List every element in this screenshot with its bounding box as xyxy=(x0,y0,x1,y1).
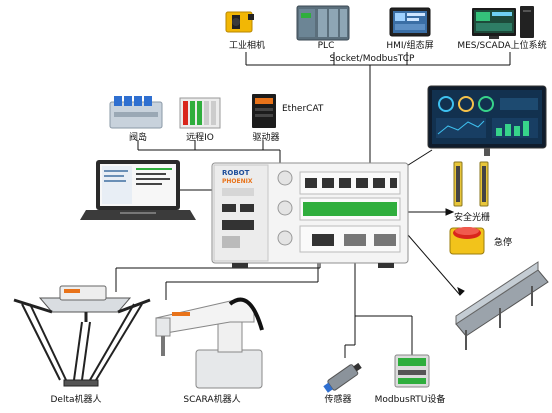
robot-controller: ROBOT PHOENIX xyxy=(212,163,408,268)
scada-workstation-icon xyxy=(472,6,534,39)
remote-io-icon xyxy=(180,98,220,128)
label-sensor: 传感器 xyxy=(324,393,351,405)
label-light-curtain: 安全光栅 xyxy=(454,211,490,223)
delta-robot-icon xyxy=(14,286,150,386)
conveyor-icon xyxy=(456,262,548,350)
label-plc: PLC xyxy=(318,41,335,51)
label-delta: Delta机器人 xyxy=(50,393,101,405)
scara-robot-icon xyxy=(156,300,262,388)
camera-icon xyxy=(226,12,254,32)
valve-island-icon xyxy=(110,96,162,128)
label-ethercat: EtherCAT xyxy=(282,104,324,114)
hmi-dashboard-icon xyxy=(428,86,546,156)
hmi-icon xyxy=(390,8,430,36)
label-mes: MES/SCADA上位系统 xyxy=(457,39,546,51)
label-valve: 阀岛 xyxy=(129,131,147,143)
label-camera: 工业相机 xyxy=(229,39,265,51)
plc-icon xyxy=(297,6,349,40)
servo-driver-icon xyxy=(252,94,276,128)
label-bus: Socket/ModbusTCP xyxy=(330,54,416,64)
modbus-rtu-device-icon xyxy=(395,355,429,387)
controller-logo-top: ROBOT xyxy=(222,169,250,177)
label-remote-io: 远程IO xyxy=(186,132,214,143)
controller-logo-bottom: PHOENIX xyxy=(222,178,253,185)
label-hmi: HMI/组态屏 xyxy=(386,39,433,51)
emergency-stop-icon xyxy=(450,227,484,254)
laptop-icon xyxy=(80,160,196,220)
label-modbus-rtu: ModbusRTU设备 xyxy=(375,393,446,405)
label-scara: SCARA机器人 xyxy=(183,393,240,405)
label-estop: 急停 xyxy=(494,236,512,248)
label-driver: 驱动器 xyxy=(252,132,279,143)
safety-light-curtain-icon xyxy=(454,162,488,206)
sensor-icon xyxy=(322,360,363,394)
